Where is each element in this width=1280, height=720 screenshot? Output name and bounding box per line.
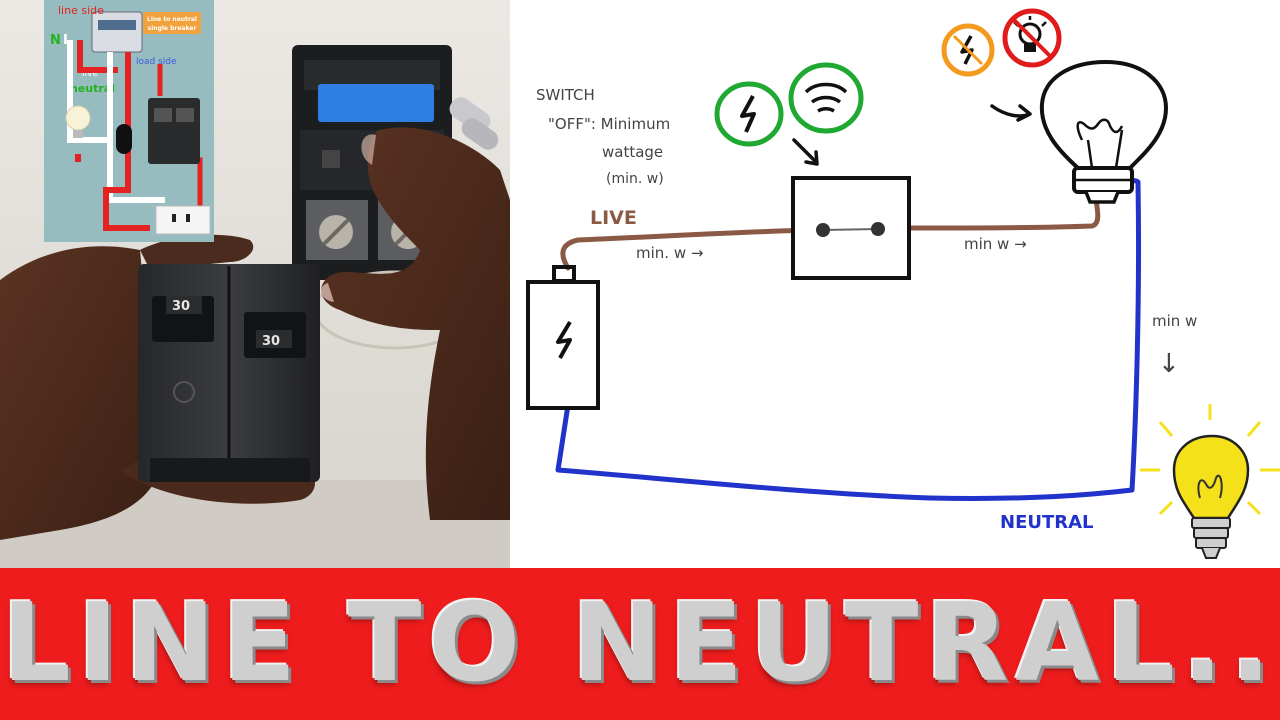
breaker-photo-illustration: 30 30 Line to neutral single breaker lin… [0, 0, 510, 568]
screws [449, 97, 499, 150]
inset-neutral-label: neutral [70, 82, 115, 95]
bulb-arrow [990, 104, 1032, 122]
banner-title: LINE TO NEUTRAL.. [2, 581, 1278, 706]
switch-note-line-3: wattage [602, 143, 663, 161]
inset-diagram: Line to neutral single breaker line side… [44, 0, 214, 242]
switch-note-line-4: (min. w) [606, 171, 664, 187]
bulb-icon [1039, 59, 1169, 204]
inset-n-label: N [50, 33, 61, 48]
dim-power-badge [941, 23, 995, 77]
inset-load-side-label: load side [136, 57, 177, 67]
lightning-icon [740, 95, 756, 133]
flow-label-3: min w [1152, 312, 1197, 330]
switch-note-line-1: SWITCH [536, 86, 595, 104]
title-banner: LINE TO NEUTRAL.. [0, 568, 1280, 720]
signal-badge [788, 62, 864, 134]
battery-icon [526, 265, 600, 410]
no-light-icon [1002, 8, 1062, 68]
neutral-wire [555, 178, 1142, 501]
inset-badge-text-2: single breaker [148, 25, 197, 32]
double-breaker: 30 30 [138, 264, 320, 482]
switch-icon [791, 176, 911, 280]
flow-label-2: min w → [964, 235, 1027, 253]
glowing-bulb-icon [1140, 404, 1280, 559]
inset-badge-text-1: Line to neutral [147, 16, 197, 23]
wiring-diagram: SWITCH "OFF": Minimum wattage (min. w) L… [510, 0, 1280, 568]
breaker-rating-1: 30 [172, 299, 190, 314]
breaker-photo: 30 30 Line to neutral single breaker lin… [0, 0, 510, 568]
live-label: LIVE [590, 207, 637, 229]
signal-icon [804, 82, 848, 113]
inset-live-label: live [82, 69, 98, 79]
right-hand [321, 127, 510, 520]
wiring-diagram-svg: SWITCH "OFF": Minimum wattage (min. w) L… [526, 8, 1280, 559]
flow-label-1: min. w → [636, 244, 703, 262]
inset-line-side-label: line side [58, 4, 104, 17]
breaker-rating-2: 30 [262, 334, 280, 349]
flow-arrow-3: ↓ [1158, 349, 1180, 379]
power-badge [714, 81, 784, 147]
switch-note-line-2: "OFF": Minimum [548, 115, 670, 133]
badge-arrow [792, 138, 819, 166]
neutral-label: NEUTRAL [1000, 512, 1094, 533]
